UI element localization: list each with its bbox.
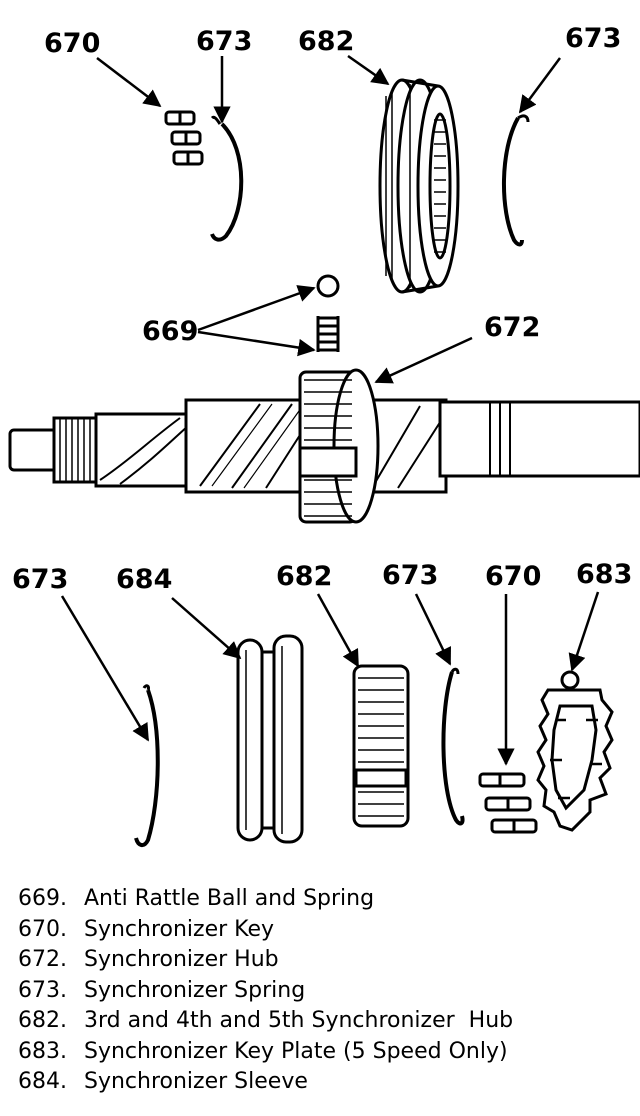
callout-672: 672	[484, 312, 540, 343]
callout-669: 669	[142, 316, 198, 347]
legend-item-683: 683. Synchronizer Key Plate (5 Speed Only…	[18, 1037, 628, 1068]
callout-682-bottom: 682	[276, 561, 332, 592]
callout-673-top-right: 673	[565, 23, 621, 54]
main-shaft	[8, 368, 640, 524]
synchronizer-key-plate	[536, 670, 614, 832]
legend-text: Synchronizer Spring	[84, 977, 306, 1003]
callout-673-top-left: 673	[196, 26, 252, 57]
parts-legend: 669. Anti Rattle Ball and Spring 670. Sync…	[18, 884, 628, 1098]
callout-673-bottom-left: 673	[12, 564, 68, 595]
legend-item-673: 673. Synchronizer Spring	[18, 976, 628, 1007]
legend-item-684: 684. Synchronizer Sleeve	[18, 1067, 628, 1098]
synchronizer-keys-bottom	[478, 772, 538, 834]
legend-number: 683.	[18, 1038, 67, 1064]
legend-item-670: 670. Synchronizer Key	[18, 915, 628, 946]
legend-text: Synchronizer Key Plate (5 Speed Only)	[84, 1038, 508, 1064]
synchronizer-spring-top-right	[502, 117, 524, 247]
legend-number: 682.	[18, 1008, 67, 1033]
callout-684: 684	[116, 564, 172, 595]
legend-number: 673.	[18, 977, 67, 1003]
legend-number: 670.	[18, 916, 67, 942]
legend-text: Synchronizer Key	[84, 916, 275, 942]
synchronizer-sleeve	[236, 634, 304, 844]
legend-item-682: 682. 3rd and 4th and 5th Synchronizer Hub	[18, 1006, 628, 1037]
exploded-parts-diagram: 670 673 682 673 669 672	[8, 23, 640, 847]
synchronizer-hub-682-top	[378, 78, 460, 294]
synchronizer-hub-682-bottom	[352, 664, 410, 828]
legend-text: Synchronizer Hub	[84, 947, 279, 972]
anti-rattle-ball-spring	[316, 274, 340, 352]
legend-item-669: 669. Anti Rattle Ball and Spring	[18, 884, 628, 915]
legend-text: 3rd and 4th and 5th Synchronizer Hub	[84, 1008, 514, 1033]
legend-number: 684.	[18, 1069, 67, 1094]
synchronizer-spring-bottom-left	[134, 689, 160, 847]
callout-670-top: 670	[44, 28, 100, 59]
callout-670-bottom: 670	[485, 561, 541, 592]
callout-683: 683	[576, 559, 632, 590]
synchronizer-spring-top-left	[210, 122, 244, 242]
legend-text: Synchronizer Sleeve	[84, 1069, 308, 1094]
synchronizer-keys-top	[164, 110, 204, 166]
legend-number: 669.	[18, 886, 67, 911]
synchronizer-spring-bottom-right	[441, 671, 465, 826]
legend-number: 672.	[18, 947, 67, 972]
legend-text: Anti Rattle Ball and Spring	[84, 886, 375, 911]
callout-673-bottom-right: 673	[382, 560, 438, 591]
callout-682-top: 682	[298, 26, 354, 57]
legend-item-672: 672. Synchronizer Hub	[18, 945, 628, 976]
